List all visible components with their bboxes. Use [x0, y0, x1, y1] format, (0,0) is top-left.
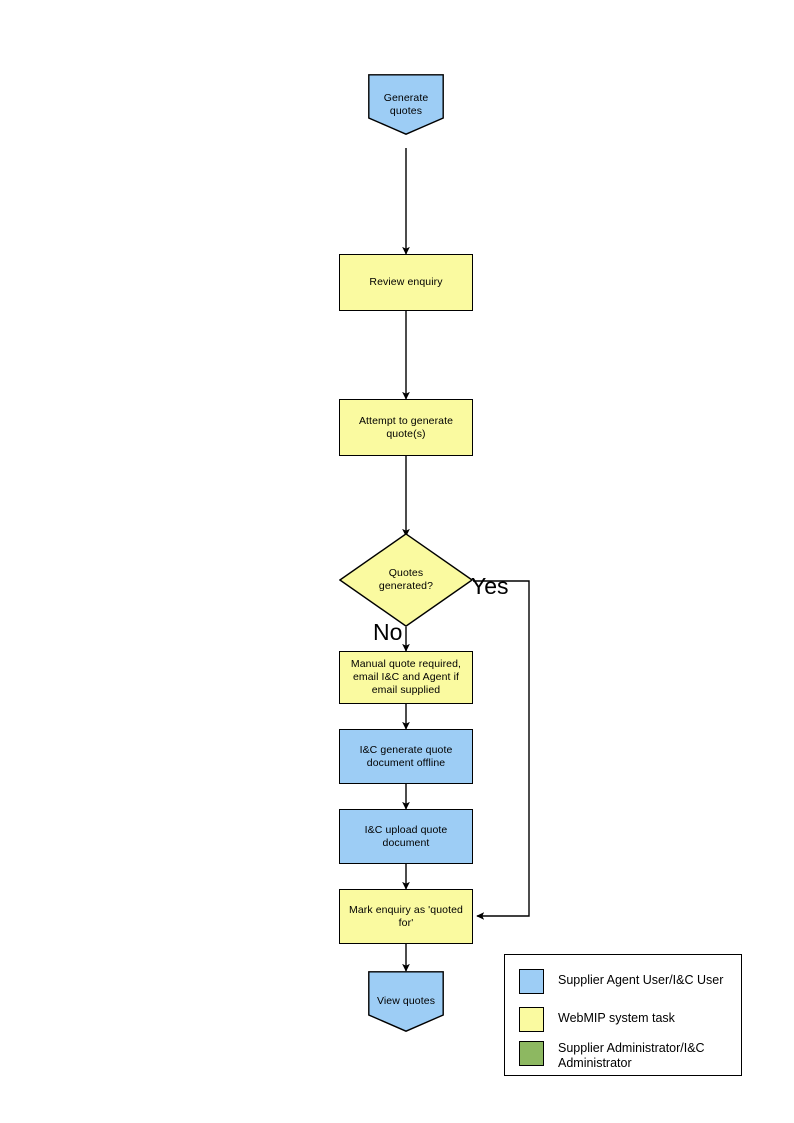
pentagon-shape	[368, 971, 444, 1032]
legend-label: Supplier Agent User/I&C User	[558, 973, 724, 987]
node-label: I&C generate quote document offline	[359, 743, 453, 769]
node-ic-generate-quote-document[interactable]: I&C generate quote document offline	[339, 729, 473, 784]
node-label: Generate quotes	[383, 91, 429, 117]
legend-swatch-blue	[519, 969, 544, 994]
node-view-quotes[interactable]: View quotes	[368, 971, 444, 1032]
legend-item-webmip-system-task: WebMIP system task	[519, 1007, 675, 1032]
node-manual-quote-required[interactable]: Manual quote required, email I&C and Age…	[339, 651, 473, 704]
node-label: Mark enquiry as 'quoted for'	[348, 903, 464, 929]
node-label: Attempt to generate quote(s)	[358, 414, 454, 440]
legend-swatch-green	[519, 1041, 544, 1066]
pentagon-shape	[368, 74, 444, 135]
node-quotes-generated-decision[interactable]: Quotes generated?	[339, 533, 473, 627]
node-attempt-generate-quotes[interactable]: Attempt to generate quote(s)	[339, 399, 473, 456]
diamond-shape	[339, 533, 473, 627]
edge-label-no: No	[373, 619, 403, 645]
legend-item-supplier-administrator: Supplier Administrator/I&C Administrator	[519, 1041, 705, 1071]
node-label: I&C upload quote document	[364, 823, 448, 849]
node-label: Review enquiry	[369, 276, 443, 288]
legend-panel: Supplier Agent User/I&C User WebMIP syst…	[504, 954, 742, 1076]
legend-item-supplier-agent-user: Supplier Agent User/I&C User	[519, 969, 723, 994]
node-ic-upload-quote-document[interactable]: I&C upload quote document	[339, 809, 473, 864]
edge-label-yes: Yes	[471, 573, 509, 599]
node-label: Manual quote required, email I&C and Age…	[350, 658, 462, 696]
legend-label: WebMIP system task	[558, 1011, 675, 1025]
legend-label: Supplier Administrator/I&C Administrator	[558, 1041, 705, 1070]
node-mark-enquiry-quoted-for[interactable]: Mark enquiry as 'quoted for'	[339, 889, 473, 944]
edge-yes-to-mark	[473, 580, 530, 920]
legend-swatch-yellow	[519, 1007, 544, 1032]
node-review-enquiry[interactable]: Review enquiry	[339, 254, 473, 311]
node-generate-quotes[interactable]: Generate quotes	[368, 74, 444, 135]
node-label: View quotes	[376, 995, 436, 1007]
node-label: Quotes generated?	[378, 567, 434, 592]
